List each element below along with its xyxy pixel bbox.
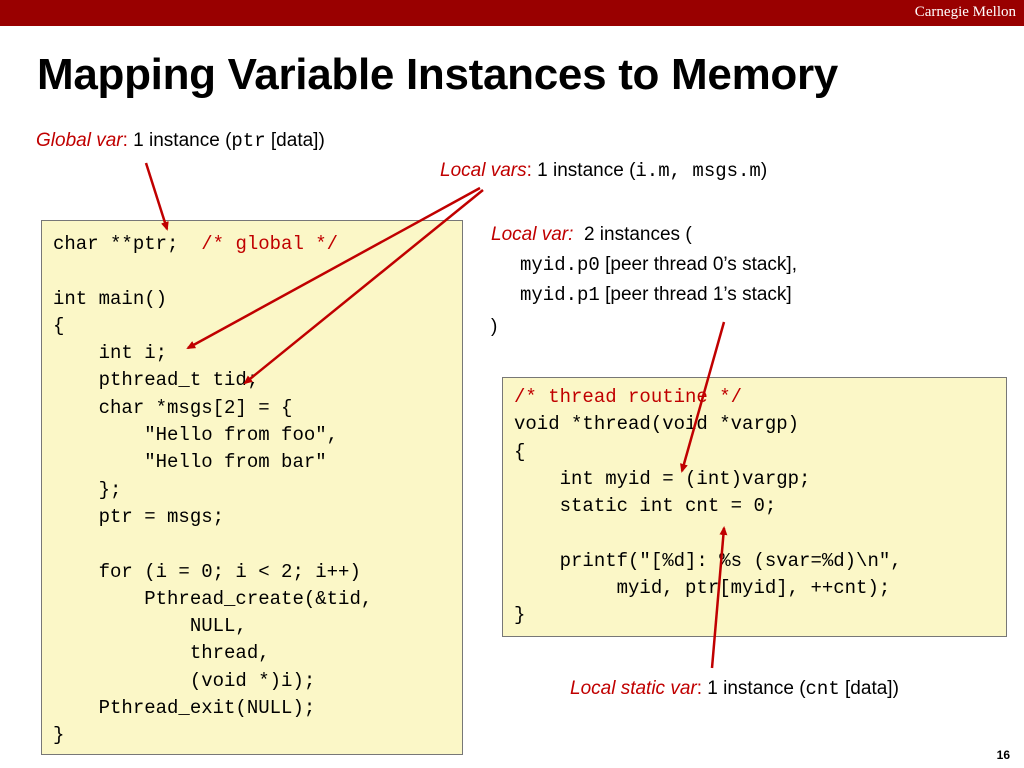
code-line: int main(): [53, 287, 168, 310]
local-static-colon: :: [696, 678, 708, 699]
code-line: }: [53, 724, 65, 747]
arrow-global-to-ptr: [144, 162, 169, 231]
global-var-annotation: Global var: 1 instance (ptr [data]): [36, 130, 325, 152]
arrow-locals-to-i: [186, 186, 481, 350]
local-static-annotation: Local static var: 1 instance (cnt [data]…: [570, 678, 899, 700]
thread-code-box: /* thread routine */ void *thread(void *…: [502, 377, 1007, 637]
global-var-colon: :: [122, 130, 134, 151]
code-line: printf("[%d]: %s (svar=%d)\n",: [514, 549, 902, 572]
local-static-mono: cnt: [805, 678, 840, 700]
code-line: Pthread_exit(NULL);: [53, 697, 316, 720]
page-number: 16: [996, 748, 1010, 762]
code-text: char **ptr;: [53, 233, 202, 255]
global-var-text2: [data]): [265, 130, 325, 151]
local-vars-mono: i.m, msgs.m: [635, 160, 761, 182]
code-line: int myid = (int)vargp;: [514, 467, 811, 490]
local-var-annotation-line3: myid.p1 [peer thread 1’s stack]: [520, 284, 792, 306]
code-line: pthread_t tid;: [53, 369, 259, 392]
slide-title: Mapping Variable Instances to Memory: [37, 50, 838, 99]
global-var-text1: 1 instance (: [133, 130, 232, 151]
local-var-text1: 2 instances (: [583, 224, 692, 245]
local-vars-colon: :: [526, 160, 538, 181]
local-var-label: Local var:: [491, 224, 574, 245]
code-line: Pthread_create(&tid,: [53, 587, 373, 610]
arrow-localvar-to-myid: [680, 321, 726, 473]
arrow-locals-to-msgs: [243, 189, 484, 385]
brand-logo-text: Carnegie Mellon: [914, 4, 1016, 20]
code-comment: /* thread routine */: [514, 386, 743, 408]
main-code-box: char **ptr; /* global */ int main() { in…: [41, 220, 463, 755]
code-line: for (i = 0; i < 2; i++): [53, 560, 361, 583]
local-vars-annotation: Local vars: 1 instance (i.m, msgs.m): [440, 160, 767, 182]
myid-p0-text: [peer thread 0’s stack],: [599, 254, 797, 275]
arrow-static-to-cnt: [710, 526, 728, 669]
header-bar: Carnegie Mellon: [0, 0, 1024, 26]
myid-p1-mono: myid.p1: [520, 284, 600, 306]
local-static-text2: [data]): [839, 678, 899, 699]
code-line: char *msgs[2] = {: [53, 396, 293, 419]
myid-p1-text: [peer thread 1’s stack]: [599, 284, 792, 305]
local-var-annotation-line1: Local var: 2 instances (: [491, 224, 692, 246]
local-vars-text2: ): [760, 160, 768, 181]
local-var-annotation-line2: myid.p0 [peer thread 0’s stack],: [520, 254, 797, 276]
code-line: ptr = msgs;: [53, 505, 225, 528]
code-line: };: [53, 478, 122, 501]
local-static-label: Local static var: [570, 678, 697, 699]
code-line: {: [53, 314, 65, 337]
code-line: myid, ptr[myid], ++cnt);: [514, 577, 891, 600]
code-line: "Hello from foo",: [53, 424, 339, 447]
global-var-mono: ptr: [231, 130, 266, 152]
local-var-annotation-close: ): [491, 316, 497, 338]
local-var-close: ): [491, 316, 498, 337]
local-vars-label: Local vars: [440, 160, 527, 181]
code-line: char **ptr; /* global */: [53, 231, 462, 258]
code-line: int i;: [53, 342, 168, 365]
code-line: static int cnt = 0;: [514, 495, 777, 518]
code-line: thread,: [53, 642, 270, 665]
code-line: }: [514, 604, 526, 627]
global-var-label: Global var: [36, 130, 123, 151]
local-vars-text1: 1 instance (: [537, 160, 636, 181]
myid-p0-mono: myid.p0: [520, 254, 600, 276]
code-line: (void *)i);: [53, 669, 316, 692]
code-line: "Hello from bar": [53, 451, 327, 474]
code-comment: /* global */: [201, 233, 339, 255]
code-line: NULL,: [53, 615, 247, 638]
code-line: void *thread(void *vargp): [514, 413, 800, 436]
local-static-text1: 1 instance (: [707, 678, 806, 699]
code-line: {: [514, 440, 526, 463]
